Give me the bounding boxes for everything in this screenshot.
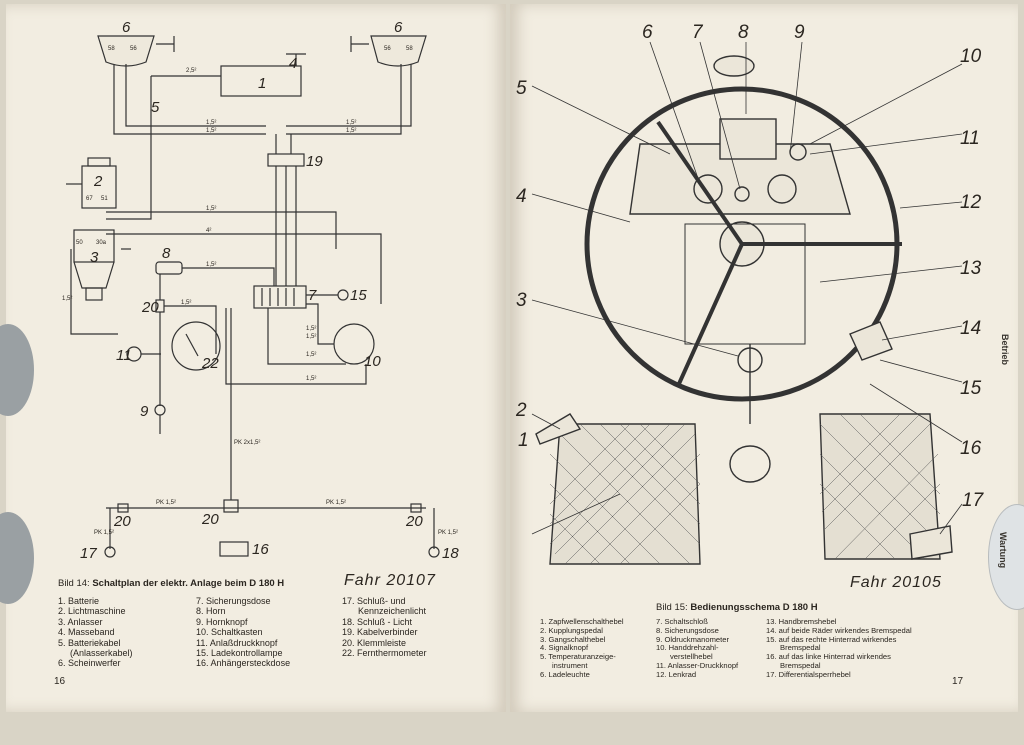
callout-5: 5 xyxy=(516,78,527,99)
tractor-cockpit-drawing: 1 2 3 4 5 6 7 8 9 10 11 12 13 14 15 16 1… xyxy=(515,22,985,565)
callout-10: 10 xyxy=(960,46,982,67)
callout-8: 8 xyxy=(738,22,749,43)
callout-4: 4 xyxy=(516,186,527,207)
callout-9: 9 xyxy=(794,22,805,43)
label-terminal-3: 20 xyxy=(201,511,219,528)
svg-text:1,5²: 1,5² xyxy=(306,326,316,332)
callout-6: 6 xyxy=(642,22,653,43)
svg-text:1,5²: 1,5² xyxy=(306,334,316,340)
callout-13: 13 xyxy=(960,258,982,279)
callout-17: 17 xyxy=(962,490,985,511)
label-tail-light-left: 17 xyxy=(80,545,97,562)
svg-text:1,5²: 1,5² xyxy=(62,296,72,302)
svg-text:67: 67 xyxy=(86,196,93,202)
label-horn: 8 xyxy=(162,245,171,262)
svg-text:2,5²: 2,5² xyxy=(186,68,196,74)
callout-2: 2 xyxy=(515,400,527,421)
svg-text:4²: 4² xyxy=(206,228,211,234)
svg-text:1,5²: 1,5² xyxy=(306,352,316,358)
callout-15: 15 xyxy=(960,378,982,399)
callout-1: 1 xyxy=(518,430,529,451)
svg-text:50: 50 xyxy=(76,240,83,246)
svg-text:58: 58 xyxy=(406,46,413,52)
svg-text:51: 51 xyxy=(101,196,108,202)
svg-text:56: 56 xyxy=(130,46,137,52)
svg-text:56: 56 xyxy=(384,46,391,52)
svg-text:1,5²: 1,5² xyxy=(346,120,356,126)
label-charge-lamp: 15 xyxy=(350,287,367,304)
label-start-button: 11 xyxy=(116,347,132,364)
callout-11: 11 xyxy=(960,128,980,149)
label-ground-strap: 4 xyxy=(289,55,297,72)
svg-text:30a: 30a xyxy=(96,240,107,246)
svg-text:PK 1,5²: PK 1,5² xyxy=(438,530,458,536)
label-connector: 19 xyxy=(306,153,323,170)
svg-text:PK 2x1,5²: PK 2x1,5² xyxy=(234,440,260,446)
left-page: 6 6 1 2 3 4 5 7 8 9 10 11 15 16 17 18 19… xyxy=(0,4,506,712)
svg-text:1,5²: 1,5² xyxy=(206,128,216,134)
svg-text:1,5²: 1,5² xyxy=(206,262,216,268)
callout-7: 7 xyxy=(692,22,704,43)
fahr-number-left: Fahr 20107 xyxy=(344,572,436,589)
svg-text:1,5²: 1,5² xyxy=(306,376,316,382)
label-terminal-2: 20 xyxy=(113,513,131,530)
label-headlight-right: 6 xyxy=(394,19,403,36)
label-dynamo: 2 xyxy=(93,173,103,190)
page-number-right: 17 xyxy=(952,676,964,687)
label-terminal-4: 20 xyxy=(405,513,423,530)
label-tail-light-right: 18 xyxy=(442,545,459,562)
figure-caption-right: Bild 15: Bedienungsschema D 180 H xyxy=(656,602,818,613)
label-terminal-1: 20 xyxy=(141,299,159,316)
label-fuse-box: 7 xyxy=(308,287,317,304)
figure-caption-left: Bild 14: Schaltplan der elektr. Anlage b… xyxy=(58,578,285,589)
label-switch-box: 10 xyxy=(364,353,381,370)
svg-text:PK 1,5²: PK 1,5² xyxy=(156,500,176,506)
callout-12: 12 xyxy=(960,192,982,213)
svg-text:PK 1,5²: PK 1,5² xyxy=(94,530,114,536)
label-trailer-socket: 16 xyxy=(252,541,269,558)
right-page: Wartung Betrieb xyxy=(510,4,1024,712)
label-horn-button: 9 xyxy=(140,403,149,420)
callout-14: 14 xyxy=(960,318,981,339)
page-number-left: 16 xyxy=(54,676,66,687)
label-thermometer: 22 xyxy=(201,355,219,372)
label-battery-cable: 5 xyxy=(151,99,160,116)
callout-16: 16 xyxy=(960,438,982,459)
svg-text:58: 58 xyxy=(108,46,115,52)
svg-text:1,5²: 1,5² xyxy=(346,128,356,134)
svg-text:1,5²: 1,5² xyxy=(181,300,191,306)
label-headlight-left: 6 xyxy=(122,19,131,36)
label-starter: 3 xyxy=(90,249,99,266)
label-battery: 1 xyxy=(258,75,266,92)
wiring-diagram: 6 6 1 2 3 4 5 7 8 9 10 11 15 16 17 18 19… xyxy=(62,19,459,562)
callout-3: 3 xyxy=(516,290,527,311)
svg-text:1,5²: 1,5² xyxy=(206,206,216,212)
svg-text:PK 1,5²: PK 1,5² xyxy=(326,500,346,506)
svg-text:1,5²: 1,5² xyxy=(206,120,216,126)
fahr-number-right: Fahr 20105 xyxy=(850,574,942,591)
